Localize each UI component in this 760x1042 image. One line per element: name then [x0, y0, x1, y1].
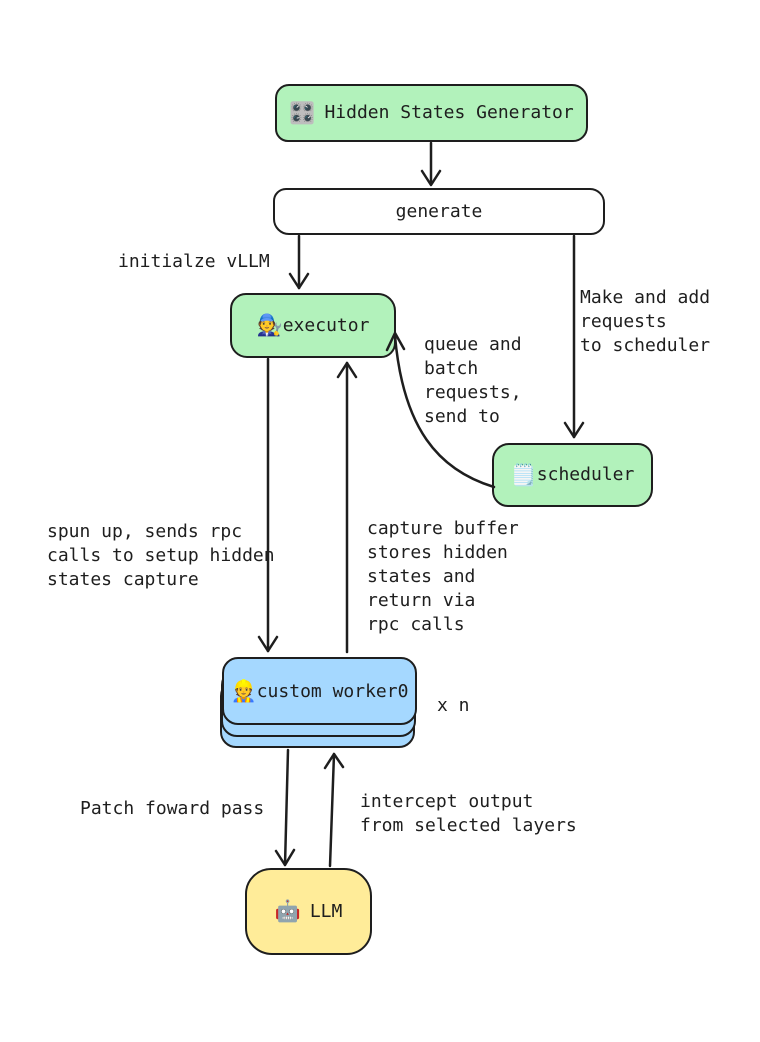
edge-label-capture-buffer: capture buffer stores hidden states and … — [367, 518, 519, 635]
arrow-worker-to-llm — [274, 748, 296, 867]
node-executor[interactable]: 🧑‍🔧 executor — [230, 293, 396, 358]
node-executor-label: executor — [282, 314, 370, 336]
edge-label-initialize-vllm: initialze vLLM — [118, 251, 270, 272]
construction-worker-icon: 👷 — [230, 678, 257, 703]
node-custom-worker-label: custom worker0 — [256, 680, 409, 702]
control-knobs-icon: 🎛️ — [289, 100, 316, 125]
node-generate-label: generate — [395, 200, 483, 222]
node-llm[interactable]: 🤖 LLM — [245, 868, 372, 955]
edge-label-intercept-output: intercept output from selected layers — [360, 791, 577, 836]
edge-label-patch-forward-pass: Patch foward pass — [80, 798, 265, 819]
node-generate[interactable]: generate — [273, 188, 605, 235]
arrow-worker-to-executor — [336, 361, 358, 654]
node-llm-label: LLM — [309, 900, 343, 922]
mechanic-person-icon: 🧑‍🔧 — [256, 313, 283, 337]
worker-multiplier-label: x n — [437, 695, 470, 716]
node-hidden-states-generator-label: Hidden States Generator — [324, 102, 574, 123]
node-scheduler-label: scheduler — [536, 464, 635, 485]
node-hidden-states-generator[interactable]: 🎛️ Hidden States Generator — [275, 84, 588, 142]
edge-label-spun-up-rpc: spun up, sends rpc calls to setup hidden… — [47, 521, 275, 590]
arrow-generator-to-generate — [420, 141, 442, 187]
node-custom-worker[interactable]: 👷 custom worker0 — [222, 657, 417, 725]
arrow-generate-to-executor — [288, 234, 310, 290]
edge-label-make-add-requests: Make and add requests to scheduler — [580, 287, 711, 356]
spiral-notepad-icon: 🗒️ — [510, 462, 537, 487]
robot-icon: 🤖 — [274, 899, 301, 923]
arrow-executor-to-worker — [257, 357, 279, 653]
edge-label-queue-batch: queue and batch requests, send to — [424, 334, 522, 427]
arrow-llm-to-worker — [323, 752, 345, 868]
node-scheduler[interactable]: 🗒️ scheduler — [492, 443, 653, 507]
